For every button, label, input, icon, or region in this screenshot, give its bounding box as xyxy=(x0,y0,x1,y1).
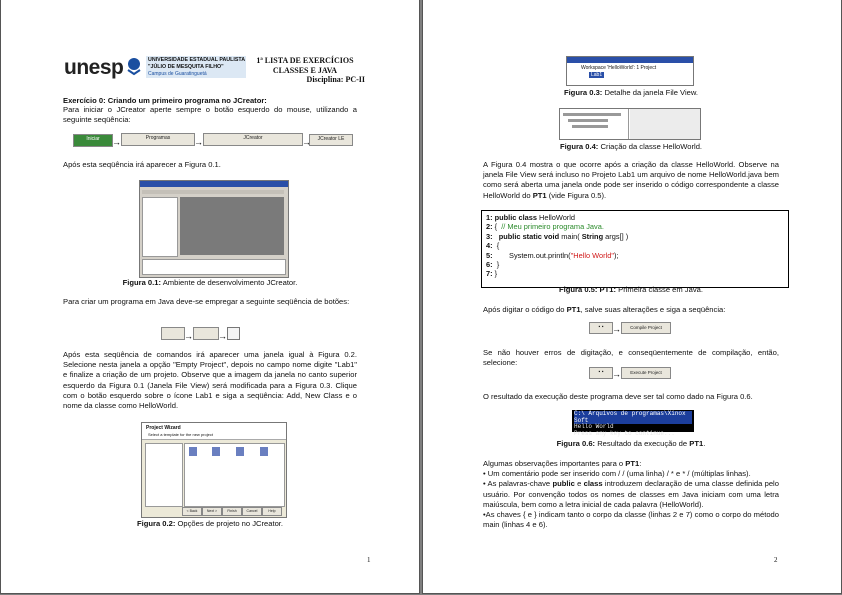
console-line: Press any key to continue... xyxy=(574,429,675,437)
arrow-icon: → xyxy=(302,137,311,147)
start-button: Iniciar xyxy=(73,134,113,147)
para-intro: Para iniciar o JCreator aperte sempre o … xyxy=(63,105,357,125)
para-no-errors: Se não houver erros de digitação, e cons… xyxy=(483,348,779,368)
project-wizard-screenshot: Project Wizard Select a template for the… xyxy=(141,422,287,518)
figure-0-4-caption: Figura 0.4: Criação da classe HelloWorld… xyxy=(559,142,703,151)
observation-item: • As palavras-chave public e class intro… xyxy=(483,479,779,509)
workspace-tree-item: Workspace 'HelloWorld': 1 Project xyxy=(581,65,657,71)
observations-intro: Algumas observações importantes para o P… xyxy=(483,459,642,468)
console-title: C:\ Arquivos de programas\Xinox Soft xyxy=(574,410,692,425)
project-icon xyxy=(227,327,240,340)
logo-university: UNIVERSIDADE ESTADUAL PAULISTA xyxy=(148,57,246,63)
code-line: 7: } xyxy=(486,269,498,279)
lab1-tree-item: Lab1 xyxy=(589,72,605,78)
console-output-screenshot: C:\ Arquivos de programas\Xinox Soft Hel… xyxy=(572,410,694,436)
arrow-icon: → xyxy=(218,331,227,341)
wizard-back-button: < Back xyxy=(182,507,202,516)
wizard-finish-button: Finish xyxy=(222,507,242,516)
document-header: 1ª LISTA DE EXERCÍCIOS CLASSES E JAVA Di… xyxy=(245,56,365,85)
toolbar-buttons: ▪ ▪ xyxy=(589,367,613,379)
code-line: 1: public class HelloWorld xyxy=(486,213,576,222)
template-icon xyxy=(212,447,220,456)
new-project-sequence: → → xyxy=(161,327,261,341)
code-line: 5: System.out.println("Hello World"); xyxy=(486,250,619,260)
header-line3: Disciplina: PC-II xyxy=(306,75,365,84)
arrow-icon: → xyxy=(184,331,193,341)
code-listing-pt1: 1: public class HelloWorld 2: { // Meu p… xyxy=(481,210,789,288)
wizard-title: Project Wizard xyxy=(146,425,181,431)
template-icon xyxy=(260,447,268,456)
wizard-cancel-button: Cancel xyxy=(242,507,262,516)
template-icon xyxy=(236,447,244,456)
code-line: 2: { // Meu primeiro programa Java. xyxy=(486,222,604,232)
header-line1: 1ª LISTA DE EXERCÍCIOS xyxy=(256,56,354,65)
file-view-detail-screenshot: Workspace 'HelloWorld': 1 Project Lab1 xyxy=(566,56,694,86)
compile-project-item: Compile Project xyxy=(621,322,671,334)
figure-0-2-caption: Figura 0.2: Opções de projeto no JCreato… xyxy=(136,519,284,528)
toolbar-buttons: ▪ ▪ xyxy=(589,322,613,334)
unesp-logo-text: unesp xyxy=(64,56,124,79)
console-line: Hello World xyxy=(574,423,614,431)
wizard-subtitle: Select a template for the new project xyxy=(148,432,213,437)
wizard-next-button: Next > xyxy=(202,507,222,516)
code-line: 3: public static void main( String args[… xyxy=(486,231,629,241)
compile-sequence: ▪ ▪ → Compile Project xyxy=(589,322,679,334)
arrow-icon: → xyxy=(112,137,121,147)
code-line: 6: } xyxy=(486,260,500,270)
para-file-view: A Figura 0.4 mostra o que ocorre após a … xyxy=(483,160,779,200)
figure-0-6-caption: Figura 0.6: Resultado da execução de PT1… xyxy=(556,439,706,448)
exercise-title: Exercício 0: Criando um primeiro program… xyxy=(63,96,267,105)
class-creation-screenshot xyxy=(559,108,701,140)
figure-0-1-caption: Figura 0.1: Ambiente de desenvolvimento … xyxy=(122,278,298,287)
observations: Algumas observações importantes para o P… xyxy=(483,459,779,530)
execute-sequence: ▪ ▪ → Execute Project xyxy=(589,367,679,379)
unesp-logo-mark xyxy=(127,58,141,76)
page-number: 1 xyxy=(367,556,371,564)
file-menu xyxy=(161,327,185,340)
start-sequence-strip: Iniciar → Programas → JCreator → JCreato… xyxy=(73,133,353,147)
para-save: Após digitar o código do PT1, salve suas… xyxy=(483,305,726,314)
para-result: O resultado da execução deste programa d… xyxy=(483,392,753,401)
jcreator-menu: JCreator xyxy=(203,133,303,146)
page-2: Workspace 'HelloWorld': 1 Project Lab1 F… xyxy=(423,0,841,593)
wizard-help-button: Help xyxy=(262,507,282,516)
template-icon xyxy=(189,447,197,456)
arrow-icon: → xyxy=(194,137,203,147)
arrow-icon: → xyxy=(612,324,621,334)
logo-sub: Campus de Guaratinguetá xyxy=(148,71,207,77)
para-create-program: Para criar um programa em Java deve-se e… xyxy=(63,297,350,306)
programs-menu: Programas xyxy=(121,133,195,146)
unesp-logo: unesp UNIVERSIDADE ESTADUAL PAULISTA "JÚ… xyxy=(64,54,246,84)
observation-item: •As chaves { e } indicam tanto o corpo d… xyxy=(483,510,779,530)
jcreator-le-item: JCreator LE xyxy=(309,134,353,146)
figure-0-5-caption: Figura 0.5: PT1: Primeira classe em Java… xyxy=(559,285,703,294)
observation-item: • Um comentário pode ser inserido com / … xyxy=(483,469,751,479)
page-number: 2 xyxy=(774,556,778,564)
page-1: unesp UNIVERSIDADE ESTADUAL PAULISTA "JÚ… xyxy=(1,0,419,593)
code-line: 4: { xyxy=(486,241,500,251)
header-line2: CLASSES E JAVA xyxy=(272,65,338,75)
arrow-icon: → xyxy=(612,369,621,379)
figure-0-3-caption: Figura 0.3: Detalhe da janela File View. xyxy=(563,88,699,97)
new-button xyxy=(193,327,219,340)
logo-campus: "JÚLIO DE MESQUITA FILHO" xyxy=(148,64,224,70)
jcreator-ide-screenshot xyxy=(139,180,289,278)
execute-project-item: Execute Project xyxy=(621,367,671,379)
para-project-wizard: Após esta seqüência de comandos irá apar… xyxy=(63,350,357,411)
para-after-seq: Após esta seqüência irá aparecer a Figur… xyxy=(63,160,221,169)
